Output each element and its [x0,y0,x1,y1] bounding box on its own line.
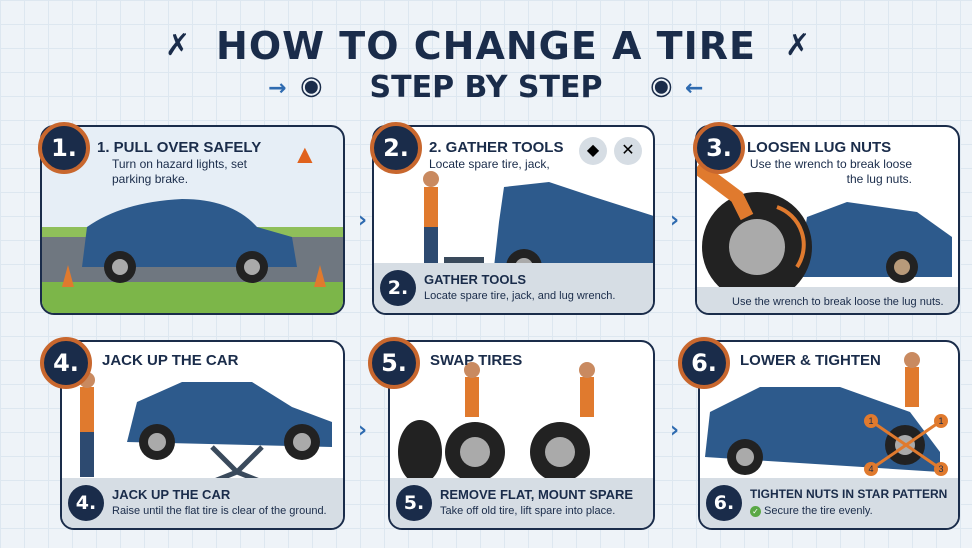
step-card-3: LOOSEN LUG NUTS Use the wrench to break … [695,125,960,315]
caption-title: GATHER TOOLS [424,272,527,287]
tire-icon: ◉ [300,70,323,100]
step-card-1: 1. PULL OVER SAFELY Turn on hazard light… [40,125,345,315]
caption-title: JACK UP THE CAR [112,487,231,502]
caption-title: REMOVE FLAT, MOUNT SPARE [440,487,634,502]
step-title: LOOSEN LUG NUTS [747,139,892,156]
caption-number: 4. [68,485,104,521]
step-description: Use the wrench to break loose the lug nu… [749,157,912,186]
star-order-label: 4 [864,462,878,476]
wrench-icon: ✗ [785,29,811,62]
caption-number: 5. [396,485,432,521]
tire-icon: ◉ [650,70,673,100]
caption-title: TIGHTEN NUTS IN STAR PATTERN [750,487,948,501]
car-pulled-over-illustration [42,199,343,313]
step-number-badge: 4. [40,337,92,389]
step-title: 1. PULL OVER SAFELY [97,139,262,156]
wrench-icon: ✗ [165,29,191,62]
caption-text: Use the wrench to break loose the lug nu… [732,296,944,308]
step-caption: 4. JACK UP THE CAR Raise until the flat … [62,478,343,528]
page-subtitle: STEP BY STEP [369,70,603,105]
next-arrow-icon: › [358,208,368,233]
step-number-badge: 1. [38,122,90,174]
page-title: HOW TO CHANGE A TIRE [216,24,756,68]
jack-icon: ◆ [579,137,607,165]
step-number-badge: 6. [678,337,730,389]
caption-text: Take off old tire, lift spare into place… [440,505,616,517]
step-number-badge: 2. [370,122,422,174]
swap-tires-illustration [398,362,595,484]
loosen-lug-nuts-illustration [697,161,958,313]
step-title: SWAP TIRES [430,352,523,369]
lug-wrench-icon: ✕ [614,137,642,165]
star-order-label: 1 [934,414,948,428]
next-arrow-icon: › [358,418,368,443]
step-title: 2. GATHER TOOLS [429,139,564,156]
step-card-6: 1 1 4 3 LOWER & TIGHTEN 6. TIGHTEN NUTS … [698,340,960,530]
caption-text: Secure the tire evenly. [764,505,873,517]
step-number-badge: 5. [368,337,420,389]
caption-text: Raise until the flat tire is clear of th… [112,505,327,517]
step-card-4: JACK UP THE CAR 4. JACK UP THE CAR Raise… [60,340,345,530]
step-title: JACK UP THE CAR [102,352,239,369]
step-card-5: SWAP TIRES 5. REMOVE FLAT, MOUNT SPARE T… [388,340,655,530]
jack-up-car-illustration [79,372,332,485]
next-arrow-icon: › [670,418,680,443]
caption-text: Locate spare tire, jack, and lug wrench. [424,290,616,302]
next-arrow-icon: › [670,208,680,233]
lower-and-tighten-illustration [705,352,942,475]
star-order-label: 1 [864,414,878,428]
caption-number: 2. [380,270,416,306]
caption-number: 6. [706,485,742,521]
step-description: Turn on hazard lights, set parking brake… [112,157,247,186]
step-caption: 5. REMOVE FLAT, MOUNT SPARE Take off old… [390,478,653,528]
hazard-light-icon: ▲ [292,139,318,169]
arrow-right-icon: → [268,76,287,101]
step-title: LOWER & TIGHTEN [740,352,881,369]
checkmark-icon: ✓ [750,506,761,517]
arrow-left-icon: ← [685,76,704,101]
step-number-badge: 3. [693,122,745,174]
star-order-label: 3 [934,462,948,476]
step-caption: 2. GATHER TOOLS Locate spare tire, jack,… [374,263,653,313]
step-description: Locate spare tire, jack, [429,157,550,171]
step-caption: 6. TIGHTEN NUTS IN STAR PATTERN Secure t… [700,478,958,528]
